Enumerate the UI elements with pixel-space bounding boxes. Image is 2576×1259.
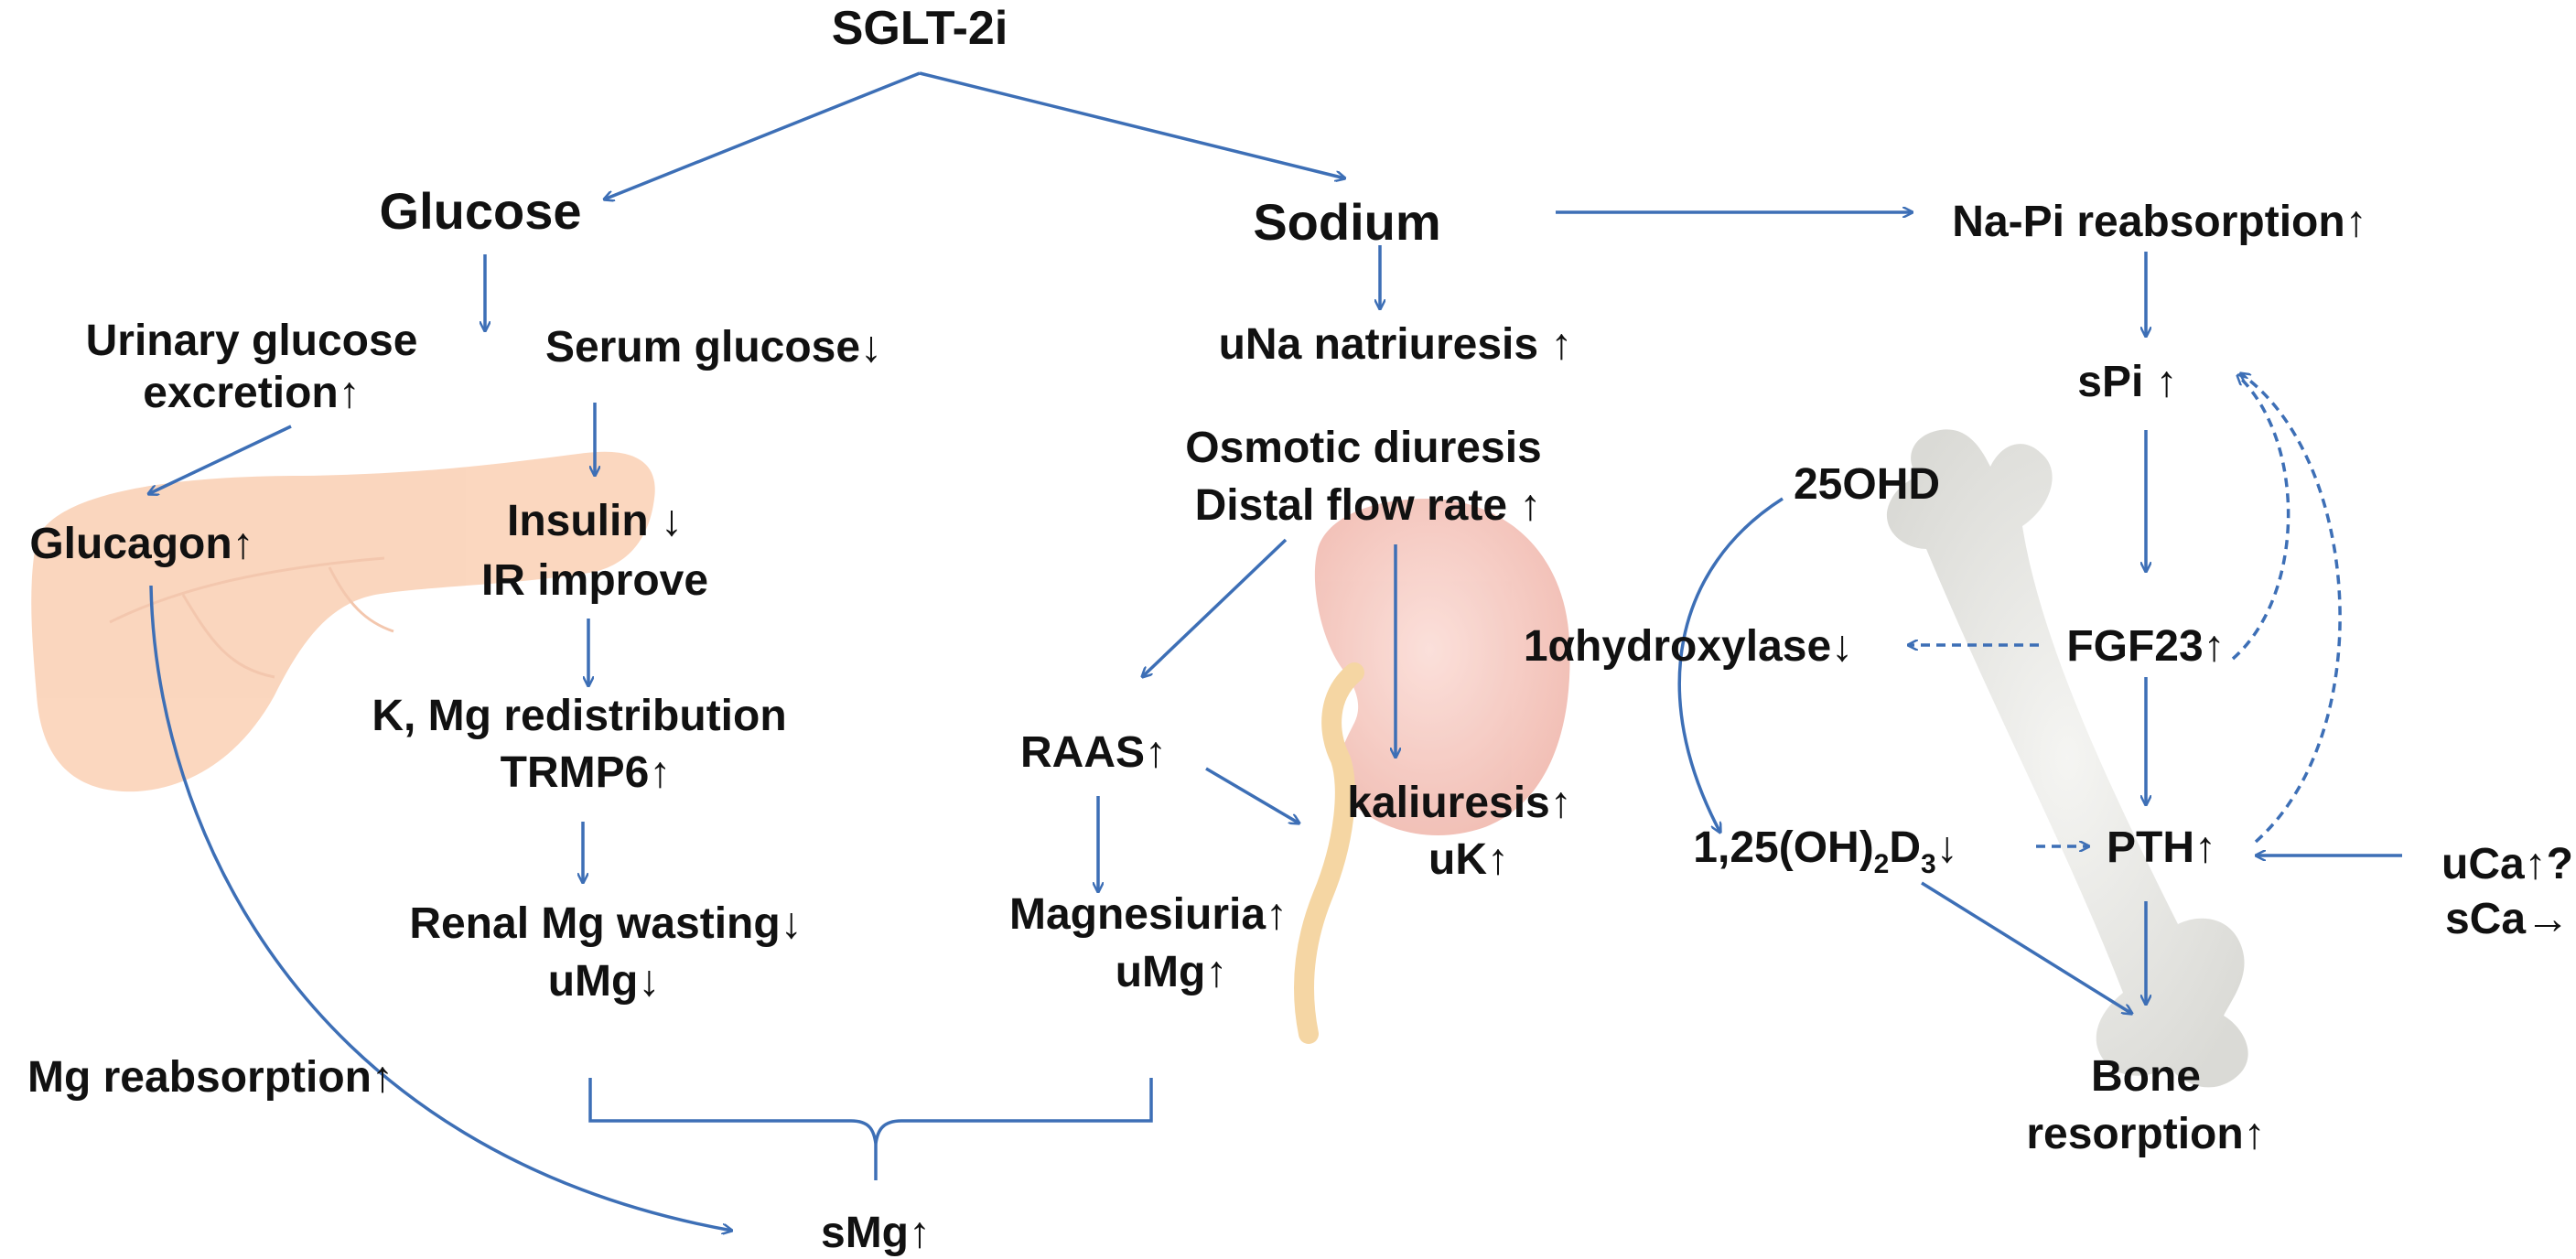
label-umg-down: uMg↓ bbox=[548, 957, 661, 1006]
label-uca: uCa↑? bbox=[2441, 840, 2573, 888]
label-kmg: K, Mg redistribution bbox=[372, 692, 786, 740]
label-osmotic: Osmotic diuresis bbox=[1185, 424, 1541, 472]
label-fgf23: FGF23↑ bbox=[2066, 622, 2225, 671]
label-kaliuresis: kaliuresis↑ bbox=[1347, 779, 1571, 827]
label-sodium: Sodium bbox=[1253, 193, 1440, 251]
label-sca: sCa→ bbox=[2445, 895, 2570, 943]
label-sglt2i: SGLT-2i bbox=[832, 2, 1008, 55]
label-raas: RAAS↑ bbox=[1020, 728, 1167, 777]
arrow-urinary-glucagon bbox=[148, 425, 292, 494]
label-napi: Na-Pi reabsorption↑ bbox=[1952, 198, 2366, 246]
label-umg-up: uMg↑ bbox=[1116, 948, 1228, 996]
label-ir: IR improve bbox=[481, 556, 708, 605]
label-hydroxylase: 1αhydroxylase↓ bbox=[1524, 622, 1853, 671]
label-spi: sPi ↑ bbox=[2077, 358, 2177, 406]
arrow-fgf23-spi bbox=[2231, 375, 2290, 661]
arrow-25ohd-d3 bbox=[1677, 497, 1784, 833]
label-renal-mg: Renal Mg wasting↓ bbox=[409, 899, 802, 948]
label-uk: uK↑ bbox=[1428, 835, 1509, 884]
labels: SGLT-2i Glucose Sodium Na-Pi reabsorptio… bbox=[27, 2, 2573, 1257]
label-glucagon: Glucagon↑ bbox=[29, 520, 253, 568]
label-bone-1: Bone bbox=[2091, 1052, 2201, 1101]
label-insulin: Insulin ↓ bbox=[507, 497, 683, 545]
arrow-sglt-glucose bbox=[604, 71, 921, 199]
label-distal: Distal flow rate ↑ bbox=[1195, 481, 1542, 530]
label-urinary-glucose-1: Urinary glucose bbox=[86, 317, 418, 365]
pancreas-illustration bbox=[31, 451, 655, 792]
label-una: uNa natriuresis ↑ bbox=[1219, 320, 1573, 369]
arrows bbox=[148, 71, 2402, 1231]
label-25ohd: 25OHD bbox=[1794, 460, 1940, 509]
arrow-osmotic-raas bbox=[1142, 538, 1288, 677]
arrow-pth-spi bbox=[2240, 373, 2342, 844]
label-pth: PTH↑ bbox=[2107, 823, 2216, 872]
arrow-d3-bone bbox=[1921, 881, 2132, 1014]
arrow-raas-kaliuresis bbox=[1205, 767, 1299, 823]
kidney-illustration bbox=[1294, 499, 1570, 1044]
label-magnesiuria: Magnesiuria↑ bbox=[1009, 890, 1288, 939]
label-trpm6: TRMP6↑ bbox=[501, 748, 672, 797]
arrow-glucagon-smg bbox=[149, 585, 732, 1231]
bone-illustration bbox=[1886, 429, 2248, 1088]
label-urinary-glucose-2: excretion↑ bbox=[143, 369, 360, 417]
label-d3: 1,25(OH)2D3↓ bbox=[1693, 823, 1957, 879]
arrow-sglt-sodium bbox=[919, 71, 1345, 178]
bracket-sum bbox=[588, 1078, 1153, 1145]
label-serum-glucose: Serum glucose↓ bbox=[545, 323, 882, 371]
label-glucose: Glucose bbox=[380, 182, 582, 240]
label-smg: sMg↑ bbox=[821, 1209, 931, 1257]
label-bone-2: resorption↑ bbox=[2026, 1110, 2265, 1158]
label-mg-reabs: Mg reabsorption↑ bbox=[27, 1053, 393, 1102]
